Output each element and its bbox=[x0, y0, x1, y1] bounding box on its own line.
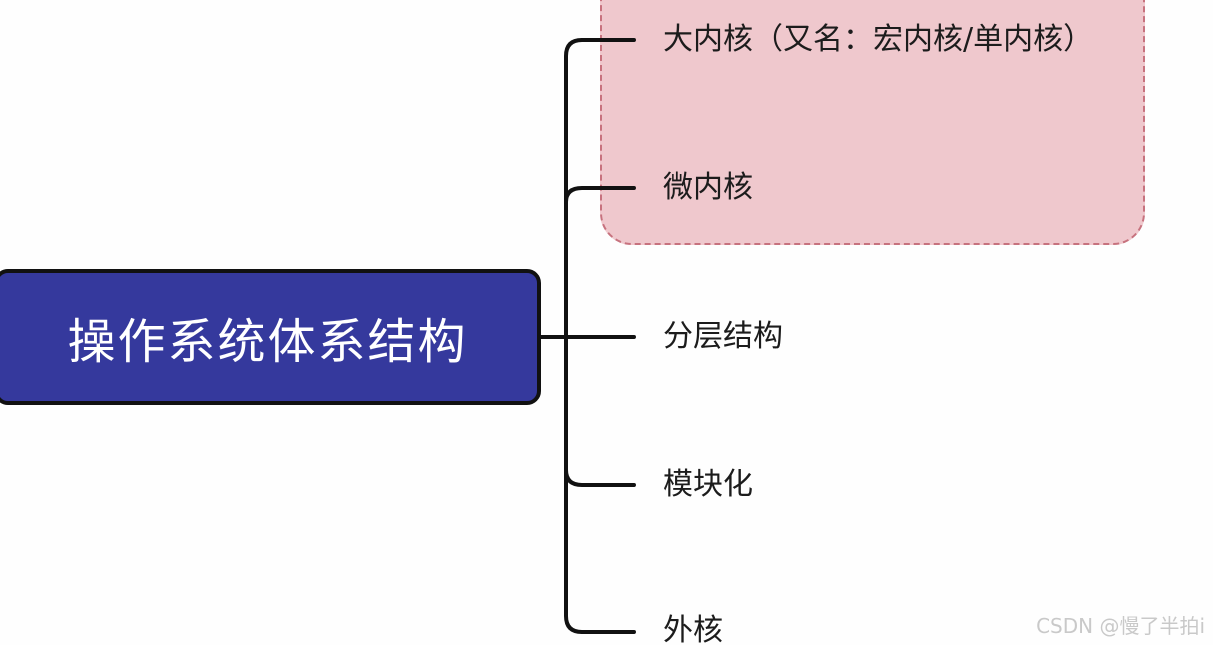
root-label: 操作系统体系结构 bbox=[67, 314, 468, 370]
branch-connector-4 bbox=[564, 468, 636, 487]
kernel-highlight-group bbox=[600, 0, 1145, 245]
root-node: 操作系统体系结构 bbox=[0, 269, 541, 405]
branch-modular: 模块化 bbox=[663, 467, 753, 502]
branch-layered-structure: 分层结构 bbox=[663, 319, 783, 354]
branch-exokernel: 外核 bbox=[663, 613, 723, 645]
watermark: CSDN @慢了半拍i bbox=[1036, 614, 1205, 638]
branch-micro-kernel: 微内核 bbox=[663, 170, 753, 205]
branch-connector-2 bbox=[564, 186, 636, 204]
branch-macro-kernel: 大内核（又名：宏内核/单内核） bbox=[663, 22, 1094, 57]
